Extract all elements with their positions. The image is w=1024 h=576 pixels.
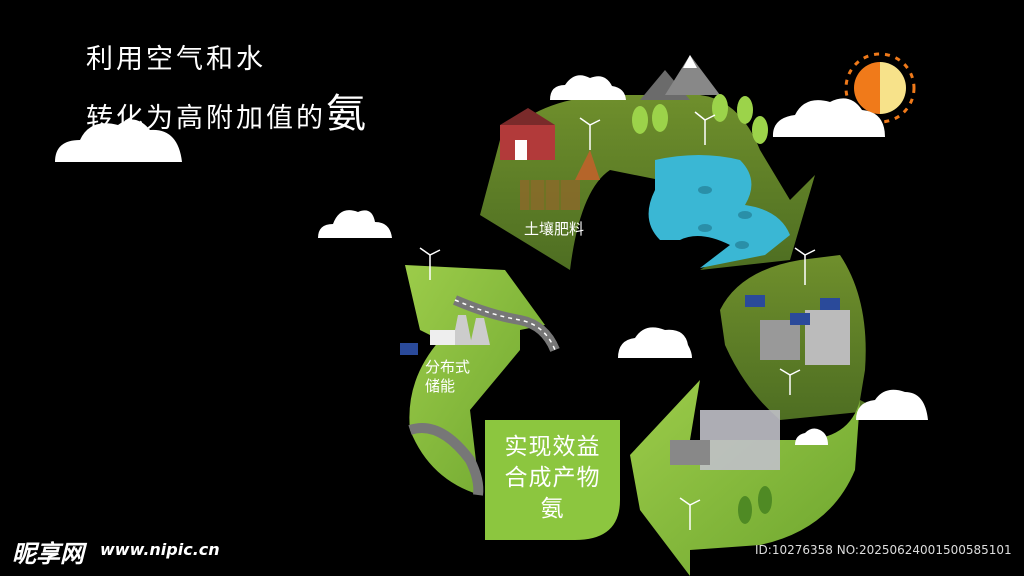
cloud-icon — [318, 210, 392, 238]
title-line-2-prefix: 转化为高附加值的 — [86, 103, 326, 134]
watermark-logo: 昵享网 — [12, 540, 84, 568]
cloud-icon — [772, 98, 885, 137]
label-distributed-storage-2: 储能 — [425, 377, 456, 395]
trees-top — [632, 94, 768, 144]
title-line-2: 转化为高附加值的氨 — [86, 90, 369, 138]
cloud-icon — [550, 75, 626, 100]
farm-illustration — [500, 108, 600, 210]
label-distributed-storage-1: 分布式 — [425, 358, 471, 376]
right-arrow-segment — [720, 255, 880, 420]
mountains — [640, 55, 720, 100]
cloud-icon — [618, 327, 692, 358]
title-line-2-emphasis: 氨 — [326, 91, 369, 137]
bottom-arrow-segment — [630, 380, 860, 576]
benefit-line-3: 氨 — [540, 496, 565, 523]
benefit-line-1: 实现效益 — [504, 434, 601, 460]
center-benefit-block — [485, 420, 620, 540]
label-benefit-block: 实现效益 合成产物 氨 — [485, 432, 620, 525]
top-arrow-segment — [480, 95, 815, 270]
left-arrow-segment — [400, 265, 560, 496]
cloud-icon — [795, 428, 828, 445]
watermark-url: www.nipic.cn — [100, 540, 220, 559]
watermark-id: ID:10276358 NO:20250624001500585101 — [755, 543, 1012, 557]
benefit-line-2: 合成产物 — [504, 465, 601, 492]
cloud-icon — [55, 119, 182, 162]
title-line-1: 利用空气和水 — [86, 44, 266, 75]
label-soil-fertilizer: 土壤肥料 — [524, 220, 585, 238]
lake — [648, 155, 790, 268]
sun-icon — [844, 52, 916, 124]
wind-turbines — [419, 111, 816, 530]
cloud-icon — [856, 389, 928, 420]
